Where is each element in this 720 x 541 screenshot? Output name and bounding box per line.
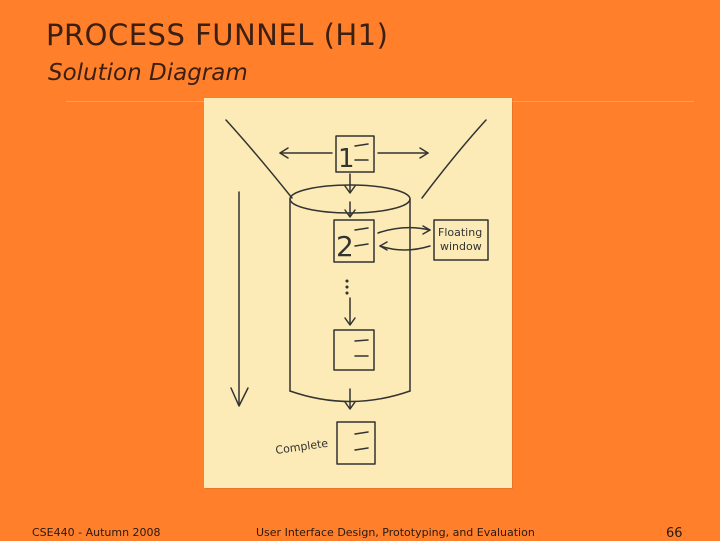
floating-window-box: [433, 219, 489, 261]
footer-course-title: User Interface Design, Prototyping, and …: [256, 526, 535, 539]
floating-arrow-out: [377, 226, 431, 234]
page-number: 66: [666, 526, 683, 541]
step-box-2: [333, 219, 375, 263]
step-box-complete: [336, 421, 376, 465]
step-number-1: 1: [338, 144, 355, 174]
step-box-1: [335, 135, 375, 173]
complete-label: Complete: [275, 437, 330, 457]
floating-window-label-line1: Floating: [438, 226, 482, 239]
funnel-right-edge: [421, 119, 487, 199]
funnel-sketch: 1 2 Floating window Complete: [204, 98, 512, 488]
funnel-left-edge: [225, 119, 293, 199]
funnel-drawing: 1 2 Floating window Complete: [225, 119, 489, 465]
step-number-2: 2: [336, 230, 354, 263]
slide-subtitle: Solution Diagram: [48, 60, 248, 86]
floating-arrow-in: [379, 245, 431, 251]
slide-title: PROCESS FUNNEL (H1): [46, 18, 389, 52]
step-box-3: [333, 329, 375, 371]
floating-window-label-line2: window: [440, 240, 482, 253]
footer-course: CSE440 - Autumn 2008: [32, 526, 161, 539]
